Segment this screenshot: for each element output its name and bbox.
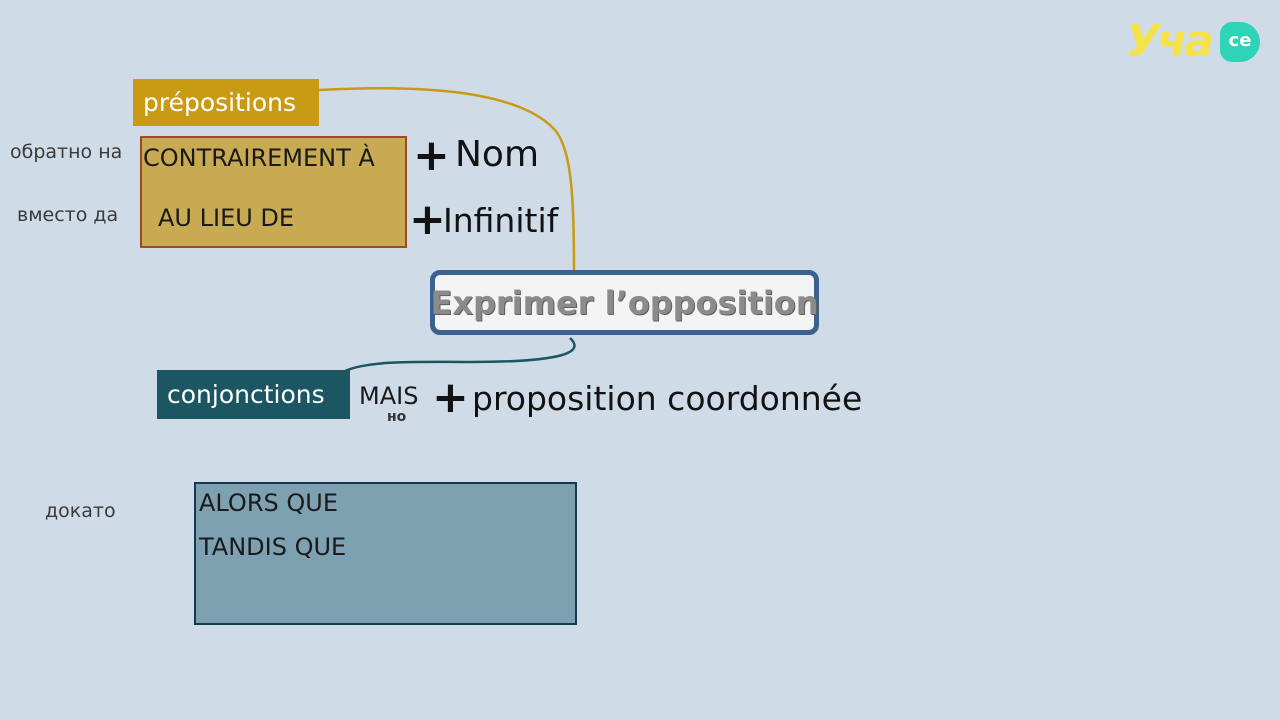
mais-translation: но [387, 409, 407, 425]
conjonctions-connector [344, 337, 576, 373]
plus-sign: + [432, 372, 469, 423]
preposition-translation-2: вместо да [17, 204, 119, 226]
conjonctions-box [194, 482, 577, 625]
conjonctions-box-translation: докато [45, 500, 116, 522]
preposition-term-1: CONTRAIREMENT À [143, 144, 375, 172]
prepositions-box [140, 136, 407, 248]
central-topic-title: Exprimer l’opposition [430, 283, 819, 322]
conjonction-term-1: ALORS QUE [199, 489, 338, 517]
plus-sign: + [413, 130, 450, 181]
preposition-translation-1: обратно на [10, 141, 123, 163]
logo-badge: се [1220, 22, 1260, 62]
prepositions-label: prépositions [133, 79, 319, 126]
plus-sign: + [409, 194, 446, 245]
conjonctions-label: conjonctions [157, 370, 350, 419]
brand-logo: Уча се [1126, 16, 1262, 72]
mais-construction: proposition coordonnée [472, 379, 863, 418]
mais-term: MAIS [359, 382, 419, 410]
preposition-construction-2: Infinitif [443, 201, 559, 240]
preposition-term-2: AU LIEU DE [158, 204, 295, 232]
logo-text: Уча [1126, 16, 1214, 67]
central-topic-box: Exprimer l’opposition [430, 270, 819, 335]
conjonction-term-2: TANDIS QUE [199, 533, 347, 561]
preposition-construction-1: Nom [455, 134, 540, 175]
